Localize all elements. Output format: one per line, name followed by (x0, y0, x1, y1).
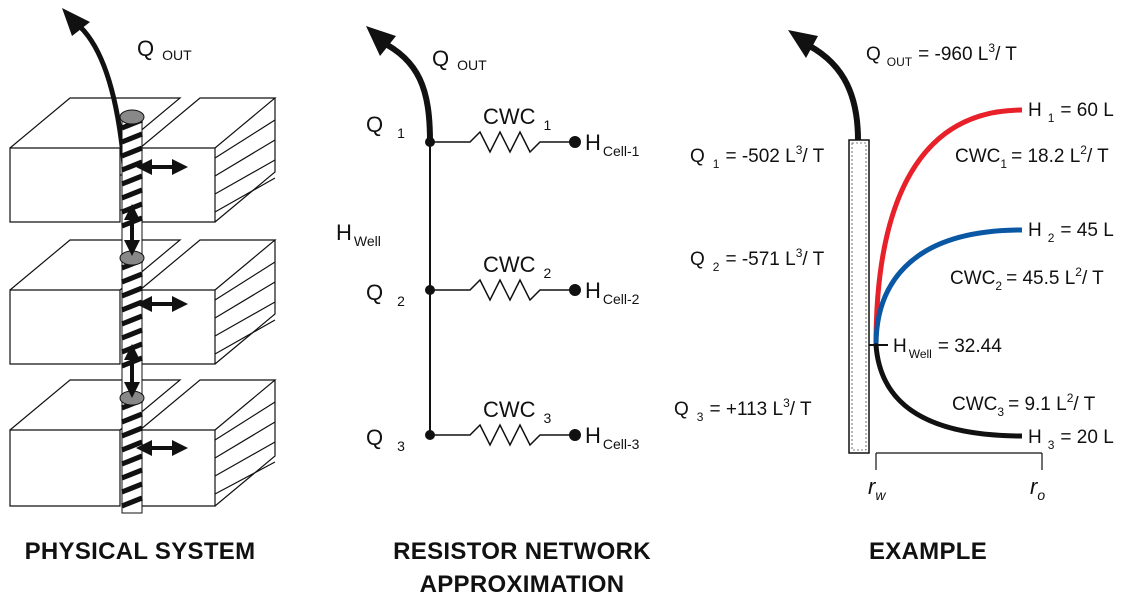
example-wellbore-pattern (851, 142, 867, 451)
cwc1-value-label: CWC1= 18.2 L2/ T (955, 143, 1109, 171)
head-curve-2 (873, 227, 1023, 346)
head-curve-3 (873, 344, 1023, 439)
block-middle (9, 239, 277, 365)
axis-ro-label: ro (1030, 474, 1045, 503)
radial-axis (875, 452, 1043, 470)
head-curve-1 (873, 107, 1023, 346)
well-cap-bottom (119, 390, 145, 406)
network-qout-arrow (376, 37, 433, 143)
axis-rw-label: rw (868, 474, 886, 503)
network-qout-arrowhead (366, 26, 396, 56)
physical-qout-arrowhead (62, 8, 90, 36)
example-qout-arrowhead (788, 30, 818, 58)
network-title-line2: APPROXIMATION (420, 571, 625, 598)
block-bottom (9, 379, 277, 507)
block-top (9, 97, 277, 223)
cwc2-value-label: CWC2= 45.5 L2/ T (950, 265, 1104, 293)
network-title-line1: RESISTOR NETWORK (393, 538, 651, 565)
well-cap-middle (119, 250, 145, 266)
example-qout-arrow (800, 39, 861, 141)
example-title: EXAMPLE (869, 538, 987, 565)
physical-title: PHYSICAL SYSTEM (25, 538, 256, 565)
well-cap-top (119, 109, 145, 125)
exchange-arrows (124, 159, 188, 456)
cwc3-value-label: CWC3= 9.1 L2/ T (952, 391, 1096, 419)
